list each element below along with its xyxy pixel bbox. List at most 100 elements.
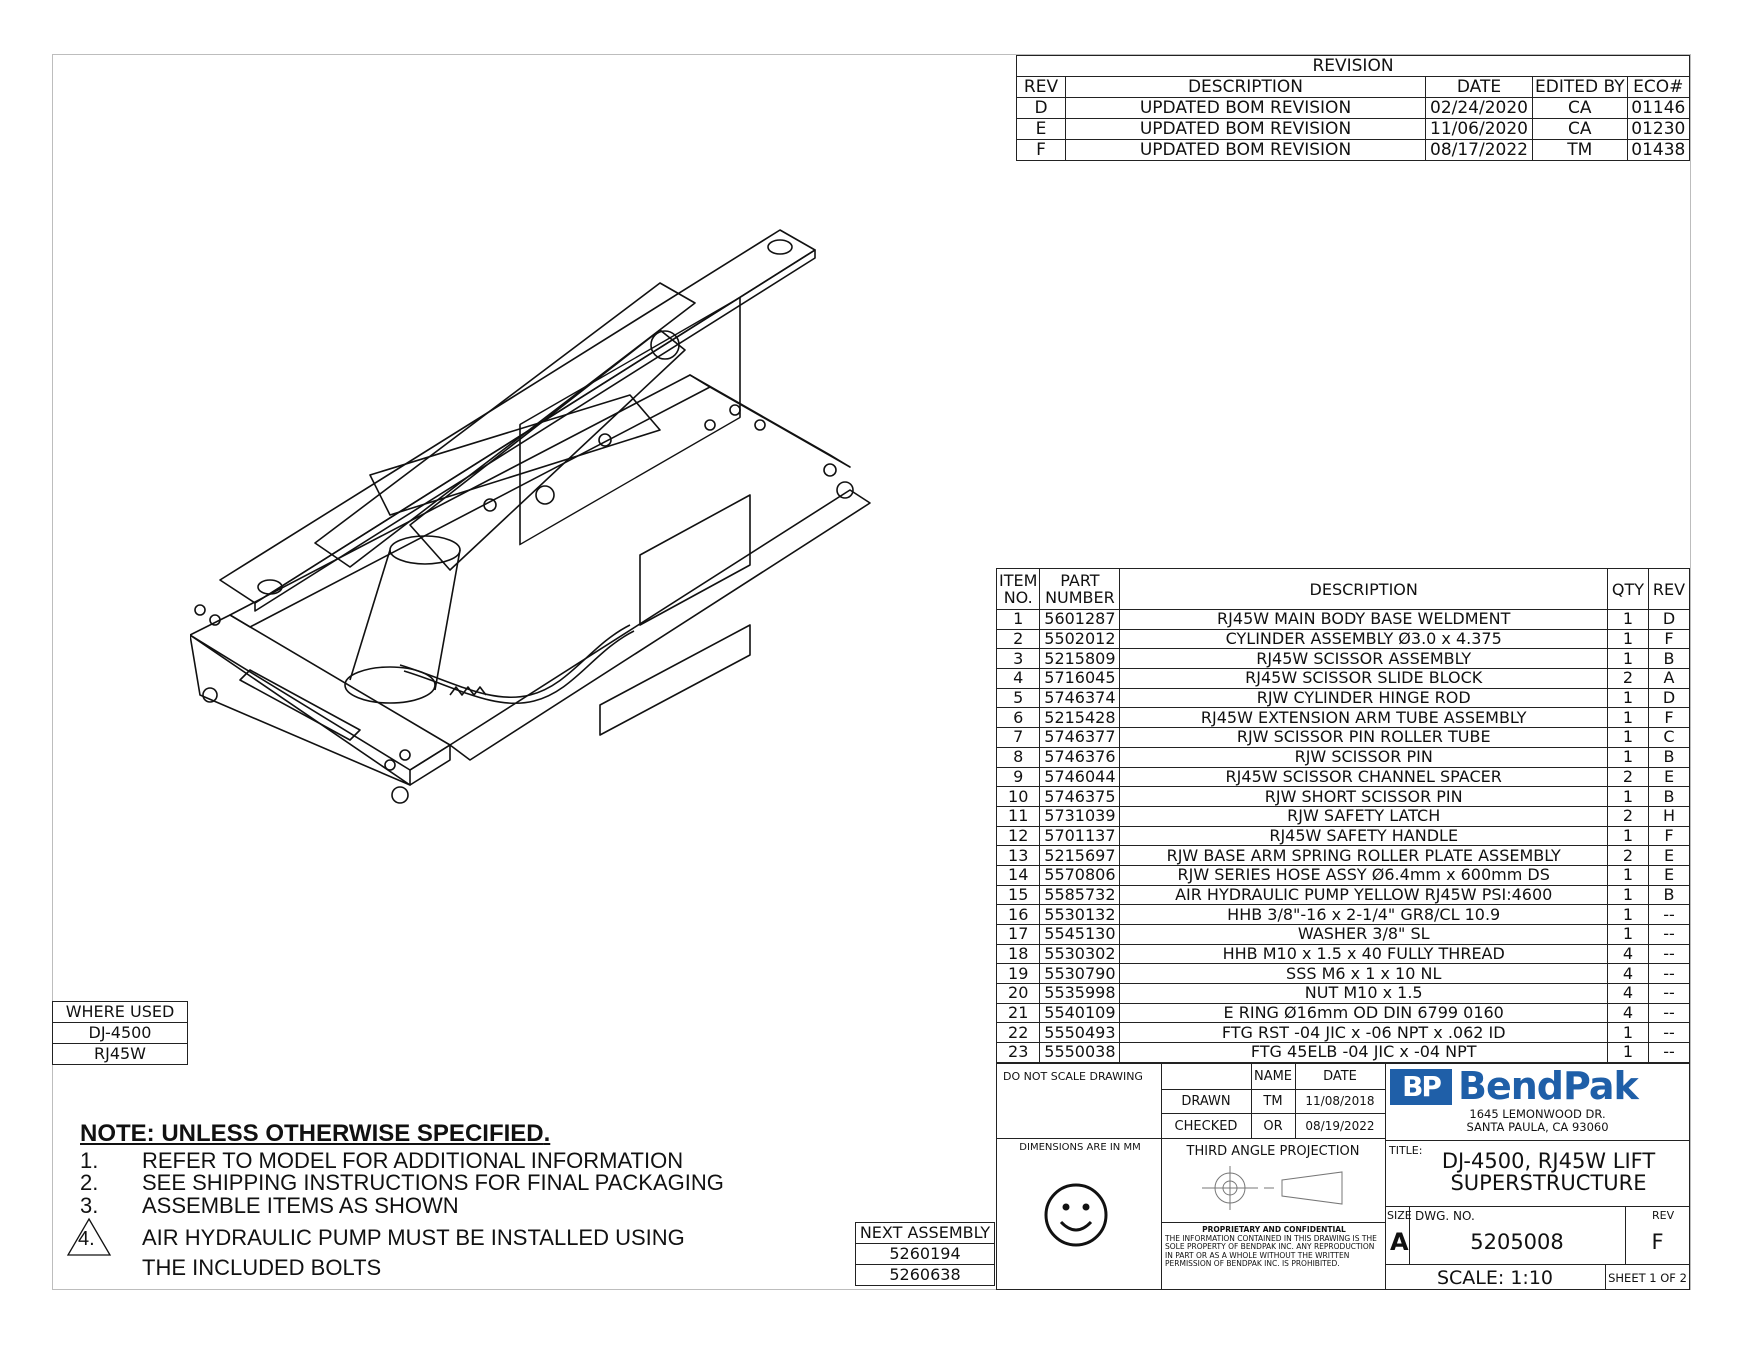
bom-cell: 23 bbox=[995, 1042, 1041, 1063]
bom-cell: 5540109 bbox=[1039, 1002, 1121, 1024]
bom-cell: B bbox=[1648, 648, 1690, 670]
bom-cell: 19 bbox=[995, 963, 1041, 985]
bom-cell: 5550038 bbox=[1039, 1042, 1121, 1063]
bom-cell: NUT M10 x 1.5 bbox=[1119, 983, 1608, 1004]
cylinder-drawing bbox=[344, 535, 461, 704]
checked-date: 08/19/2022 bbox=[1305, 1119, 1375, 1133]
bom-cell: HHB M10 x 1.5 x 40 FULLY THREAD bbox=[1119, 943, 1608, 965]
revision-header: DESCRIPTION bbox=[1065, 76, 1426, 98]
bom-cell: 5746374 bbox=[1039, 687, 1121, 709]
bom-cell: 4 bbox=[1607, 1002, 1649, 1024]
bom-cell: 6 bbox=[995, 707, 1041, 729]
bom-cell: HHB 3/8"-16 x 2-1/4" GR8/CL 10.9 bbox=[1119, 904, 1608, 925]
scale-label: SCALE: 1:10 bbox=[1436, 1267, 1554, 1289]
bom-cell: F bbox=[1648, 825, 1690, 847]
next-assembly-item: 5260638 bbox=[855, 1264, 995, 1286]
bom-cell: RJW CYLINDER HINGE ROD bbox=[1119, 687, 1608, 709]
note-item: 1.REFER TO MODEL FOR ADDITIONAL INFORMAT… bbox=[80, 1147, 684, 1173]
bom-cell: 5746375 bbox=[1039, 786, 1121, 807]
flag-triangle-icon: 4. bbox=[66, 1217, 142, 1256]
bom-cell: RJW SAFETY LATCH bbox=[1119, 805, 1608, 827]
revision-cell: UPDATED BOM REVISION bbox=[1065, 97, 1426, 119]
bom-cell: 18 bbox=[995, 943, 1041, 965]
bom-cell: -- bbox=[1648, 1042, 1690, 1063]
bom-header-rev: REV bbox=[1648, 568, 1690, 610]
where-used-table: WHERE USED DJ-4500 RJ45W bbox=[52, 1001, 188, 1065]
bom-cell: 4 bbox=[1607, 963, 1649, 985]
revision-cell: UPDATED BOM REVISION bbox=[1065, 139, 1426, 161]
note-item: 2.SEE SHIPPING INSTRUCTIONS FOR FINAL PA… bbox=[80, 1170, 724, 1195]
size-value: A bbox=[1390, 1228, 1409, 1256]
bom-cell: 1 bbox=[1607, 628, 1649, 650]
general-notes: NOTE: UNLESS OTHERWISE SPECIFIED. 1.REFE… bbox=[66, 1122, 724, 1279]
hose-drawing bbox=[399, 624, 635, 705]
bom-cell: 13 bbox=[995, 845, 1041, 866]
checked-label: CHECKED bbox=[1174, 1119, 1238, 1134]
bom-cell: 22 bbox=[995, 1022, 1041, 1044]
bom-cell: 9 bbox=[995, 766, 1041, 788]
bom-cell: A bbox=[1648, 668, 1690, 689]
bom-cell: D bbox=[1648, 687, 1690, 709]
drawn-label: DRAWN bbox=[1181, 1094, 1231, 1109]
note-item-flagged: 4. AIR HYDRAULIC PUMP MUST BE INSTALLED … bbox=[66, 1217, 724, 1256]
bom-cell: C bbox=[1648, 727, 1690, 748]
bom-cell: E RING Ø16mm OD DIN 6799 0160 bbox=[1119, 1002, 1608, 1024]
third-angle-projection-icon bbox=[1192, 1162, 1352, 1218]
bom-cell: 1 bbox=[1607, 746, 1649, 768]
bom-cell: -- bbox=[1648, 1022, 1690, 1044]
revision-cell: E bbox=[1016, 118, 1066, 140]
bom-cell: 4 bbox=[1607, 983, 1649, 1004]
drawn-date: 11/08/2018 bbox=[1305, 1094, 1375, 1108]
bom-cell: 1 bbox=[1607, 609, 1649, 630]
scissor-arm-drawing bbox=[369, 329, 686, 571]
bom-cell: 1 bbox=[1607, 884, 1649, 906]
revision-cell: 11/06/2020 bbox=[1425, 118, 1533, 140]
drawn-name: TM bbox=[1263, 1094, 1283, 1109]
bom-cell: 5701137 bbox=[1039, 825, 1121, 847]
bom-cell: D bbox=[1648, 609, 1690, 630]
bom-cell: 1 bbox=[1607, 727, 1649, 748]
bom-cell: 5746377 bbox=[1039, 727, 1121, 748]
revision-cell: 01230 bbox=[1626, 118, 1691, 140]
bom-cell: RJ45W SAFETY HANDLE bbox=[1119, 825, 1608, 847]
bom-cell: 5716045 bbox=[1039, 668, 1121, 689]
bom-cell: 1 bbox=[1607, 1042, 1649, 1063]
bom-cell: -- bbox=[1648, 924, 1690, 945]
dimensions-note: DIMENSIONS ARE IN MM bbox=[1019, 1142, 1141, 1153]
revision-cell: CA bbox=[1532, 118, 1628, 140]
bom-cell: B bbox=[1648, 786, 1690, 807]
note-item: 3.ASSEMBLE ITEMS AS SHOWN bbox=[80, 1192, 459, 1218]
name-label: NAME bbox=[1253, 1069, 1293, 1084]
bom-cell: 1 bbox=[1607, 904, 1649, 925]
date-label: DATE bbox=[1323, 1069, 1357, 1084]
revision-cell: D bbox=[1016, 97, 1066, 119]
bom-cell: 5530790 bbox=[1039, 963, 1121, 985]
bom-cell: 3 bbox=[995, 648, 1041, 670]
next-assembly-table: NEXT ASSEMBLY 5260194 5260638 bbox=[855, 1222, 995, 1286]
bom-cell: 1 bbox=[1607, 924, 1649, 945]
bom-cell: 12 bbox=[995, 825, 1041, 847]
bom-cell: -- bbox=[1648, 904, 1690, 925]
bom-cell: FTG RST -04 JIC x -06 NPT x .062 ID bbox=[1119, 1022, 1608, 1044]
bom-cell: 2 bbox=[1607, 845, 1649, 866]
bom-cell: 7 bbox=[995, 727, 1041, 748]
bom-cell: RJ45W SCISSOR CHANNEL SPACER bbox=[1119, 766, 1608, 788]
bendpak-logo: BP BendPak bbox=[1390, 1064, 1688, 1108]
proprietary-notice: PROPRIETARY AND CONFIDENTIAL THE INFORMA… bbox=[1165, 1225, 1377, 1268]
bom-cell: CYLINDER ASSEMBLY Ø3.0 x 4.375 bbox=[1119, 628, 1608, 650]
bom-cell: SSS M6 x 1 x 10 NL bbox=[1119, 963, 1608, 985]
base-frame-drawing bbox=[190, 296, 871, 804]
